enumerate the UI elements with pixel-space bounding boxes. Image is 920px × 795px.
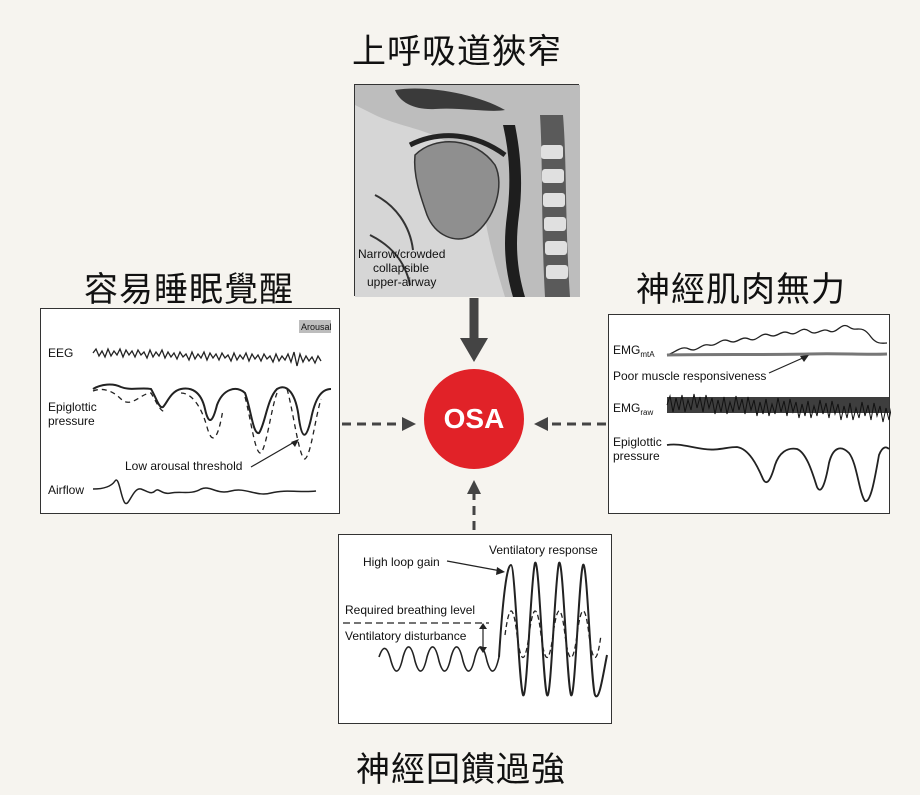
disturbance-label: Ventilatory disturbance	[345, 629, 467, 643]
epiglottic-right-line-2: pressure	[613, 449, 660, 463]
airflow-label: Airflow	[48, 483, 85, 497]
title-arousal: 容易睡眠覺醒	[84, 270, 294, 310]
arrow-top-head	[460, 338, 488, 362]
osa-label: OSA	[443, 403, 505, 434]
arousal-traces	[92, 320, 332, 505]
epiglottic-right-line-1: Epiglottic	[613, 435, 662, 449]
upper-airway-panel: Narrow/crowded collapsible upper-airway	[354, 84, 580, 297]
muscle-panel: EMGmtA Poor muscle responsiveness EMGraw…	[608, 314, 891, 514]
epiglottic-label-line-2: pressure	[48, 414, 95, 428]
ventilatory-response-label: Ventilatory response	[489, 543, 598, 557]
epiglottic-label-line-1: Epiglottic	[48, 400, 97, 414]
arousal-label: Arousal	[301, 322, 332, 332]
arrow-left-head	[402, 417, 416, 431]
poor-responsiveness-label: Poor muscle responsiveness	[613, 369, 767, 383]
airway-caption-line-2: collapsible	[373, 261, 430, 275]
arousal-panel: Arousal EEG Epiglottic pressure Low arou…	[40, 308, 340, 514]
muscle-traces	[666, 324, 891, 502]
emg-raw-sub: raw	[640, 408, 654, 417]
airway-caption-line-1: Narrow/crowded	[358, 247, 446, 261]
loop-gain-panel: Ventilatory response High loop gain Requ…	[338, 534, 612, 724]
osa-node: OSA	[424, 369, 524, 469]
airway-caption-line-3: upper-airway	[367, 275, 437, 289]
high-loop-gain-label: High loop gain	[363, 555, 440, 569]
emg-raw-base: EMG	[613, 401, 641, 415]
required-level-label: Required breathing level	[345, 603, 476, 617]
low-arousal-threshold-label: Low arousal threshold	[125, 459, 243, 473]
emg-mta-base: EMG	[613, 343, 641, 357]
emg-raw-label: EMGraw	[613, 401, 653, 420]
eeg-label: EEG	[48, 346, 74, 360]
title-loop-gain: 神經回饋過強	[356, 750, 566, 790]
title-muscle-weakness: 神經肌肉無力	[636, 270, 846, 310]
title-upper-airway: 上呼吸道狹窄	[352, 32, 562, 72]
arrow-right-head	[534, 417, 548, 431]
emg-mta-label: EMGmtA	[613, 343, 655, 362]
airway-illustration	[355, 85, 580, 297]
emg-mta-sub: mtA	[640, 350, 655, 359]
loop-gain-traces	[343, 560, 608, 698]
arousal-marker	[299, 320, 331, 333]
arrow-bottom-head	[467, 480, 481, 494]
